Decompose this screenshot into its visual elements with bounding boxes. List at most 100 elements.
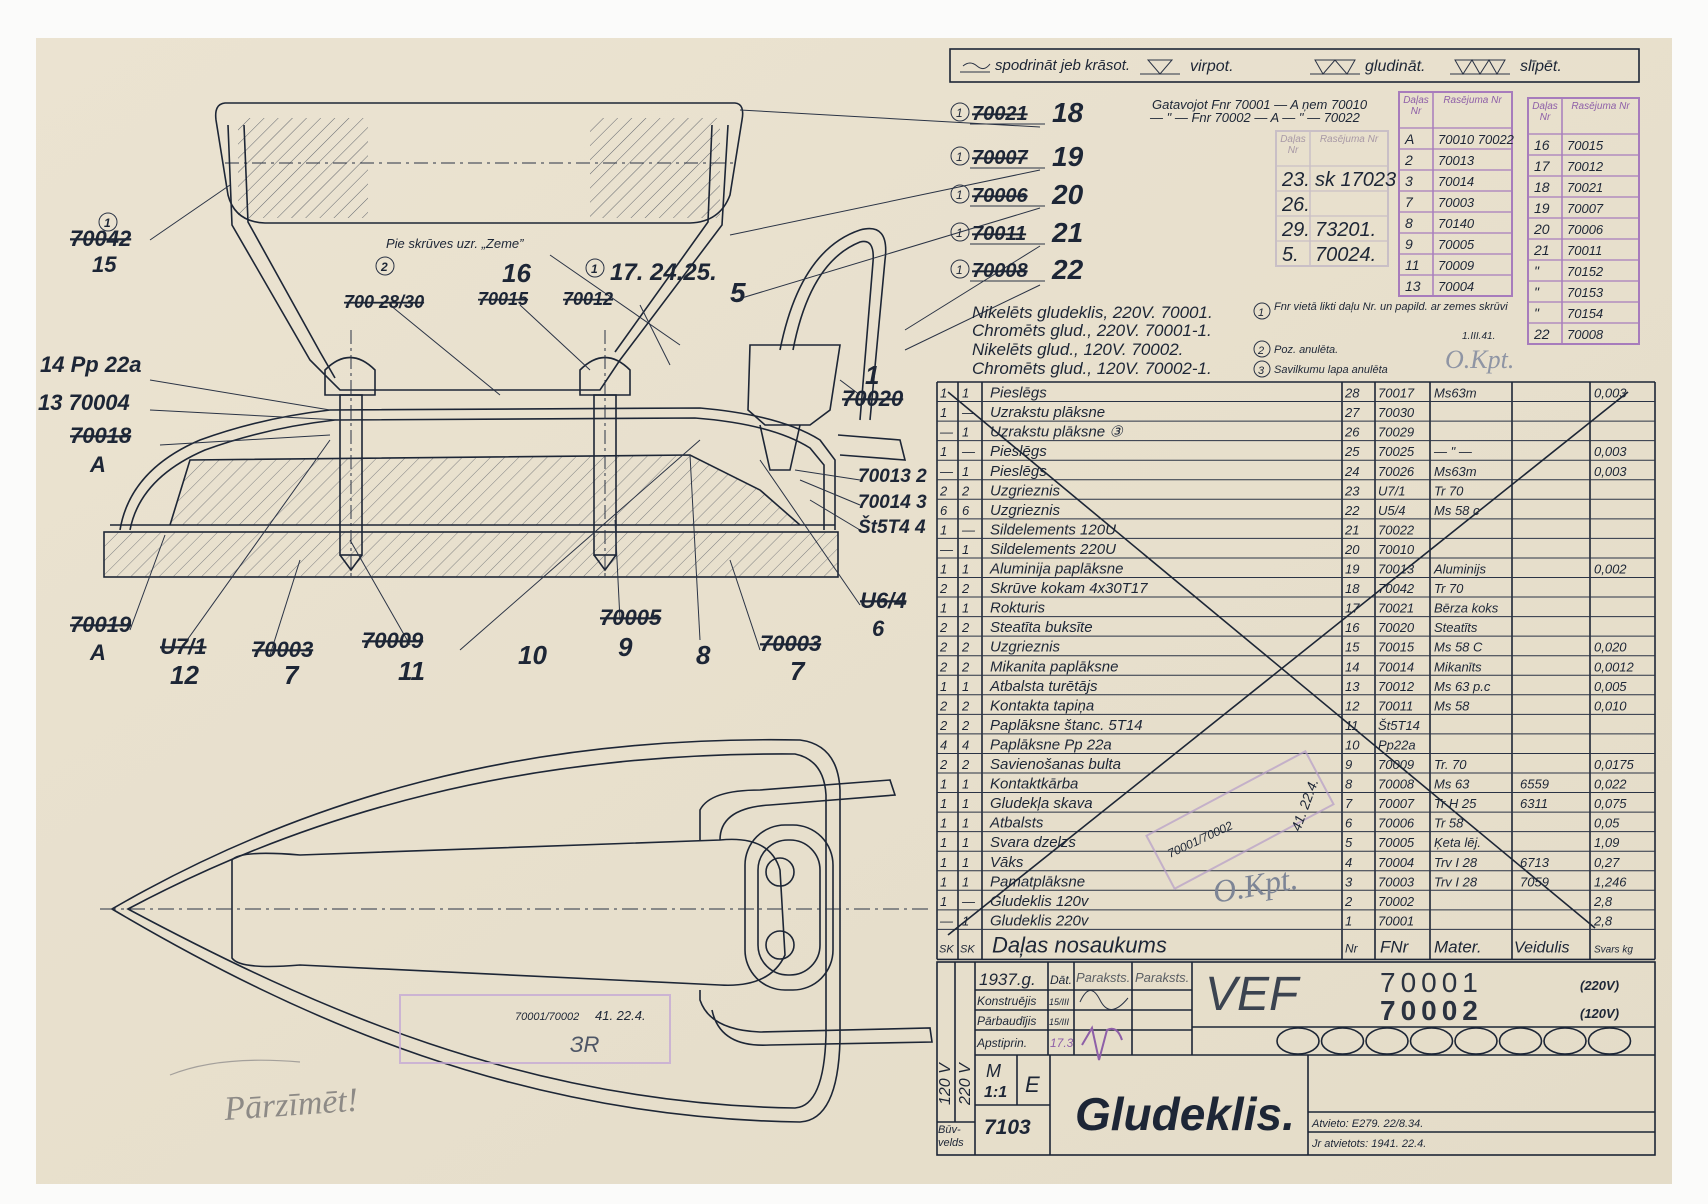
stamp-row-part: " — [1534, 284, 1540, 300]
revision-circles — [1276, 1027, 1632, 1055]
footnote-date: 1.III.41. — [1462, 331, 1495, 342]
table-cell: Ms 63 p.c — [1434, 679, 1491, 694]
table-cell: Pieslēgs — [990, 463, 1047, 480]
callout-15-old: 70042 — [70, 226, 132, 251]
table-cell: 8 — [1345, 777, 1353, 792]
table-cell: 1 — [940, 601, 947, 616]
callout-number: 20 — [1051, 179, 1084, 210]
stamp-header-drawing: Rasējuma Nr — [1319, 134, 1379, 145]
bottom-stamp: 70001/70002 41. 22.4. ЗR — [399, 994, 671, 1064]
table-cell: 18 — [1345, 581, 1360, 596]
table-cell: — — [961, 894, 976, 909]
revision-circle — [1409, 1027, 1454, 1055]
table-cell: 9 — [1345, 757, 1352, 772]
table-cell: Tr 70 — [1434, 483, 1464, 498]
table-cell: 2 — [939, 659, 948, 674]
footnote-mark: 3 — [1258, 365, 1265, 377]
table-cell: Pp22a — [1378, 737, 1416, 752]
table-cell: U5/4 — [1378, 503, 1405, 518]
note-3: Nikelēts glud., 120V. 70002. — [972, 340, 1183, 359]
callout-12-old: U7/1 — [160, 634, 206, 659]
callout-circle: 2 — [380, 260, 388, 274]
table-cell: 0,0175 — [1594, 757, 1635, 772]
callout-circle-icon — [950, 102, 970, 122]
table-cell: 70021 — [1378, 601, 1414, 616]
table-cell: 70013 — [1378, 562, 1415, 577]
note-1: Nikelēts gludeklis, 220V. 70001. — [972, 303, 1213, 322]
table-cell: 70007 — [1378, 796, 1415, 811]
table-cell: 1 — [962, 386, 969, 401]
table-cell: 1 — [940, 405, 947, 420]
revision-circle — [1543, 1027, 1587, 1055]
table-cell: 0,075 — [1594, 796, 1627, 811]
table-cell: 6559 — [1520, 777, 1549, 792]
callout-17: 17. 24.25. — [610, 259, 717, 286]
stamp-row-part: 17 — [1534, 158, 1551, 174]
table-cell: Trv I 28 — [1434, 855, 1478, 870]
revision-circle — [1276, 1027, 1320, 1055]
callout-7b-old: 70003 — [760, 631, 821, 656]
table-header-cell: SK — [939, 943, 954, 955]
table-header-cell: SK — [960, 943, 975, 955]
table-cell: 4 — [940, 737, 947, 752]
role-checked: Pārbaudījis — [977, 1014, 1036, 1028]
callout-11: 11 — [398, 656, 425, 686]
callout-17-old: 70012 — [563, 289, 613, 309]
table-cell: 1 — [962, 796, 969, 811]
callout-old-number: 70007 — [972, 147, 1028, 169]
table-cell: 70009 — [1378, 757, 1414, 772]
table-cell: 1 — [962, 835, 969, 850]
stamp-row-part: 26. — [1281, 194, 1310, 216]
table-cell: 1 — [962, 816, 969, 831]
iron-side-view — [103, 102, 1041, 656]
stamp-row-part: 8 — [1405, 215, 1413, 231]
table-cell: 2 — [961, 620, 970, 635]
table-cell: 1 — [962, 679, 969, 694]
replaced-by: Jr atvietots: 1941. 22.4. — [1311, 1138, 1426, 1150]
stamp-row-drawing: 70004 — [1438, 279, 1474, 294]
callout-13: 13 70004 — [38, 390, 130, 415]
table-cell: 1 — [962, 464, 969, 479]
table-cell: 1 — [940, 816, 947, 831]
callout-circle-icon — [950, 146, 970, 166]
model-70001: 70001 — [1380, 967, 1483, 998]
stamp-row-drawing: 70152 — [1567, 264, 1604, 279]
drawing-callouts: 1 70042 15 Pie skrūves uzr. „Zeme” 2 700… — [38, 212, 927, 690]
table-cell: Svara dzelzs — [990, 834, 1076, 851]
callout-1-old: 70020 — [842, 386, 904, 411]
stamp-header-part: Daļas Nr — [1280, 134, 1306, 156]
bottom-stamp-signature: ЗR — [570, 1032, 600, 1057]
table-cell: Ķeta lēj. — [1434, 835, 1481, 850]
table-cell: 0,003 — [1594, 444, 1627, 459]
callout-7a: 7 — [284, 660, 300, 690]
table-cell: 2 — [939, 640, 948, 655]
table-cell: Sildelements 220U — [990, 541, 1116, 558]
replaces: Atvieto: E279. 22/8.34. — [1311, 1118, 1423, 1130]
table-cell: — — [939, 425, 954, 440]
iron-plan-view — [100, 738, 933, 1123]
table-cell: — " — — [1433, 444, 1473, 459]
table-cell: Kontakta tapiņa — [990, 697, 1094, 714]
table-cell: — — [961, 444, 976, 459]
table-cell: — — [939, 542, 954, 557]
table-cell: Sildelements 120U — [990, 521, 1116, 538]
table-cell: 0,05 — [1594, 816, 1620, 831]
table-cell: Vāks — [990, 854, 1024, 871]
table-cell: 21 — [1344, 522, 1359, 537]
buvvelds: Būv-velds — [938, 1124, 964, 1149]
table-header-cell: FNr — [1380, 937, 1410, 956]
table-cell: 13 — [1345, 679, 1360, 694]
table-cell: 1 — [940, 522, 947, 537]
table-cell: 2,8 — [1593, 913, 1613, 928]
table-cell: 2 — [961, 483, 970, 498]
table-cell: 1 — [940, 679, 947, 694]
callout-14: 14 Pp 22a — [40, 352, 142, 377]
table-cell: 0,0012 — [1594, 659, 1635, 674]
